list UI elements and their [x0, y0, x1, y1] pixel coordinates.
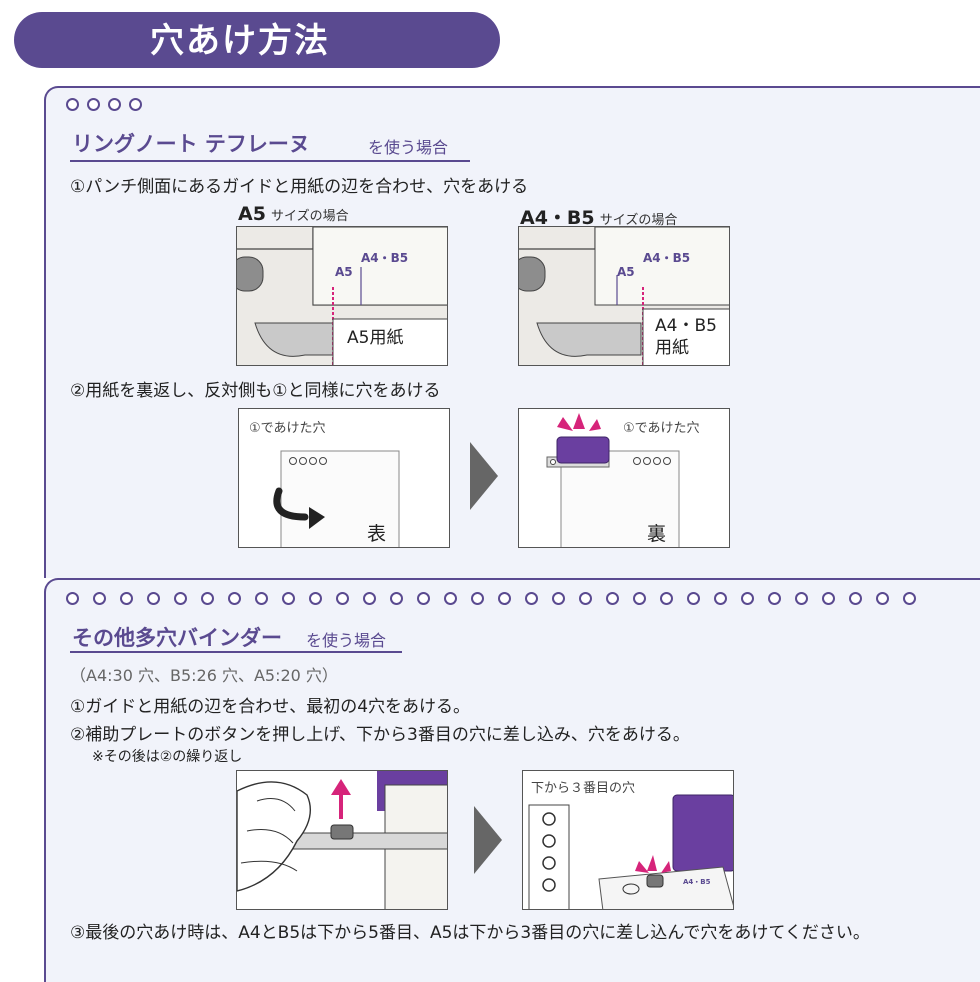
ring-icon: [255, 592, 268, 605]
fig-back-drawing: [546, 413, 680, 547]
ring-icon: [498, 592, 511, 605]
fig-back-hole-label: ①であけた穴: [623, 421, 700, 436]
fig-back-side: 裏: [647, 523, 667, 545]
ring-icon: [741, 592, 754, 605]
section1-subtitle: を使う場合: [368, 138, 449, 157]
fig-third-hole-label: 下から３番目の穴: [531, 781, 636, 796]
ring-icon: [417, 592, 430, 605]
fig-third-hole-drawing: [528, 794, 733, 909]
fig-a4b5-paper-line2: 用紙: [655, 338, 689, 358]
ring-icon: [795, 592, 808, 605]
ring-icon: [525, 592, 538, 605]
section2-step3: ③最後の穴あけ時は、A4とB5は下から5番目、A5は下から3番目の穴に差し込んで…: [70, 923, 870, 943]
ring-decoration-2: [66, 592, 930, 605]
ring-icon: [309, 592, 322, 605]
section1-step2: ②用紙を裏返し、反対側も①と同様に穴をあける: [70, 381, 441, 401]
ring-icon: [174, 592, 187, 605]
ring-decoration: [66, 98, 142, 111]
fig-a4b5-label-a5: A5: [617, 265, 635, 279]
fig-a4b5-paper: A4・B5 用紙: [655, 315, 717, 359]
ring-icon: [471, 592, 484, 605]
fig-front-drawing: [273, 450, 400, 547]
ring-icon: [390, 592, 403, 605]
fig-a5-label-a5: A5: [335, 265, 353, 279]
fig-a4b5-size: A4・B5: [520, 207, 595, 229]
section2-step1: ①ガイドと用紙の辺を合わせ、最初の4穴をあける。: [70, 697, 471, 717]
fig-plate: [236, 770, 448, 910]
page-title: 穴あけ方法: [150, 21, 330, 61]
fig-a4b5-caption: A4・B5 サイズの場合: [520, 203, 677, 230]
section1-title: リングノート テフレーヌ: [72, 132, 310, 156]
fig-a4b5-guide: A5 A4・B5 A4・B5 用紙: [518, 226, 730, 366]
section2-underline: [70, 651, 402, 653]
fig-a4b5-drawing: [519, 227, 729, 365]
ring-icon: [633, 592, 646, 605]
ring-icon: [336, 592, 349, 605]
next-arrow-icon: [470, 442, 498, 510]
ring-icon: [228, 592, 241, 605]
fig-back: ①であけた穴 裏: [518, 408, 730, 548]
fig-third-hole: 下から３番目の穴 A4・B5: [522, 770, 734, 910]
fig-a4b5-paper-line1: A4・B5: [655, 316, 717, 336]
section-ring-notebook: [44, 86, 980, 578]
section2-title: その他多穴バインダー: [72, 626, 282, 650]
fig-a5-label-a4b5: A4・B5: [361, 251, 409, 265]
section2-step2: ②補助プレートのボタンを押し上げ、下から3番目の穴に差し込み、穴をあける。: [70, 725, 690, 745]
fig-a5-paper: A5用紙: [347, 328, 404, 348]
fig-a5-size: A5: [238, 203, 266, 225]
ring-icon: [282, 592, 295, 605]
ring-icon: [687, 592, 700, 605]
ring-icon: [660, 592, 673, 605]
title-banner: [14, 12, 500, 68]
fig-a4b5-caption-text: サイズの場合: [599, 213, 678, 228]
ring-icon: [849, 592, 862, 605]
ring-icon: [93, 592, 106, 605]
next-arrow-icon-2: [474, 806, 502, 874]
fig-a5-caption: A5 サイズの場合: [238, 203, 349, 225]
fig-plate-drawing: [237, 771, 447, 909]
fig-third-hole-small-label: A4・B5: [683, 878, 711, 886]
fig-a5-guide: A5 A4・B5 A5用紙: [236, 226, 448, 366]
ring-icon: [876, 592, 889, 605]
fig-a4b5-label-a4b5: A4・B5: [643, 251, 691, 265]
ring-icon: [363, 592, 376, 605]
fig-front: ①であけた穴 表: [238, 408, 450, 548]
ring-icon: [606, 592, 619, 605]
section-multi-hole-binder: [44, 578, 980, 982]
ring-icon: [768, 592, 781, 605]
ring-icon: [66, 592, 79, 605]
fig-front-hole-label: ①であけた穴: [249, 421, 326, 436]
ring-icon: [147, 592, 160, 605]
section1-underline: [70, 160, 470, 162]
ring-icon: [579, 592, 592, 605]
flip-arrow-icon: [273, 487, 309, 521]
fig-front-side: 表: [367, 523, 387, 545]
section1-step1: ①パンチ側面にあるガイドと用紙の辺を合わせ、穴をあける: [70, 177, 529, 197]
fig-a5-caption-text: サイズの場合: [271, 209, 349, 224]
section2-subtitle: を使う場合: [306, 631, 387, 650]
ring-icon: [444, 592, 457, 605]
ring-icon: [714, 592, 727, 605]
ring-icon: [201, 592, 214, 605]
ring-icon: [120, 592, 133, 605]
section2-note: ※その後は②の繰り返し: [92, 749, 243, 765]
section2-holes: （A4:30 穴、B5:26 穴、A5:20 穴）: [70, 666, 338, 685]
ring-icon: [552, 592, 565, 605]
ring-icon: [822, 592, 835, 605]
ring-icon: [903, 592, 916, 605]
fig-a5-drawing: [237, 227, 447, 365]
